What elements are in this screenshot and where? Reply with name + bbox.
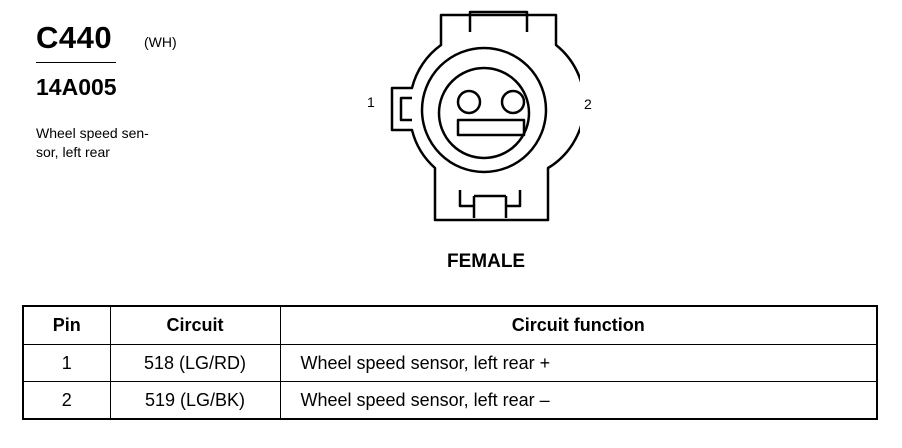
cell-circuit: 519 (LG/BK): [109, 381, 281, 420]
connector-gender-label: FEMALE: [447, 251, 526, 272]
cell-circuit: 518 (LG/RD): [109, 344, 281, 382]
pin-cavity-1: [456, 89, 482, 115]
description-line-2: sor, left rear: [36, 144, 110, 160]
pin-label-2: 2: [584, 96, 592, 112]
connector-id: C440: [36, 20, 113, 55]
connector-face-diagram: [390, 10, 580, 222]
connector-id-underline: [36, 62, 116, 63]
description-line-1: Wheel speed sen-: [36, 125, 149, 141]
connector-slot: [456, 118, 526, 137]
header-circuit: Circuit: [109, 305, 281, 345]
connector-key-notch: [399, 96, 412, 122]
cell-pin: 1: [22, 344, 111, 382]
connector-housing-outline: [390, 13, 580, 222]
header-circuit-function: Circuit function: [279, 305, 878, 345]
pinout-table: Pin Circuit Circuit function 1 518 (LG/R…: [22, 305, 878, 420]
part-number: 14A005: [36, 74, 117, 100]
pin-cavity-2: [500, 89, 526, 115]
cell-circuit-function: Wheel speed sensor, left rear –: [279, 381, 878, 420]
connector-color-code: (WH): [144, 34, 177, 50]
cell-circuit-function: Wheel speed sensor, left rear +: [279, 344, 878, 382]
pin-label-1: 1: [367, 94, 375, 110]
connector-latch: [468, 10, 529, 32]
header-pin: Pin: [22, 305, 111, 345]
table-row: 1 518 (LG/RD) Wheel speed sensor, left r…: [22, 344, 878, 382]
table-header-row: Pin Circuit Circuit function: [22, 305, 878, 345]
connector-body-ring: [420, 46, 548, 174]
cell-pin: 2: [22, 381, 111, 420]
connector-mating-face: [437, 66, 531, 160]
table-row: 2 519 (LG/BK) Wheel speed sensor, left r…: [22, 381, 878, 420]
connector-description: Wheel speed sen- sor, left rear: [36, 124, 181, 162]
wire-exit-outline: [458, 190, 522, 218]
